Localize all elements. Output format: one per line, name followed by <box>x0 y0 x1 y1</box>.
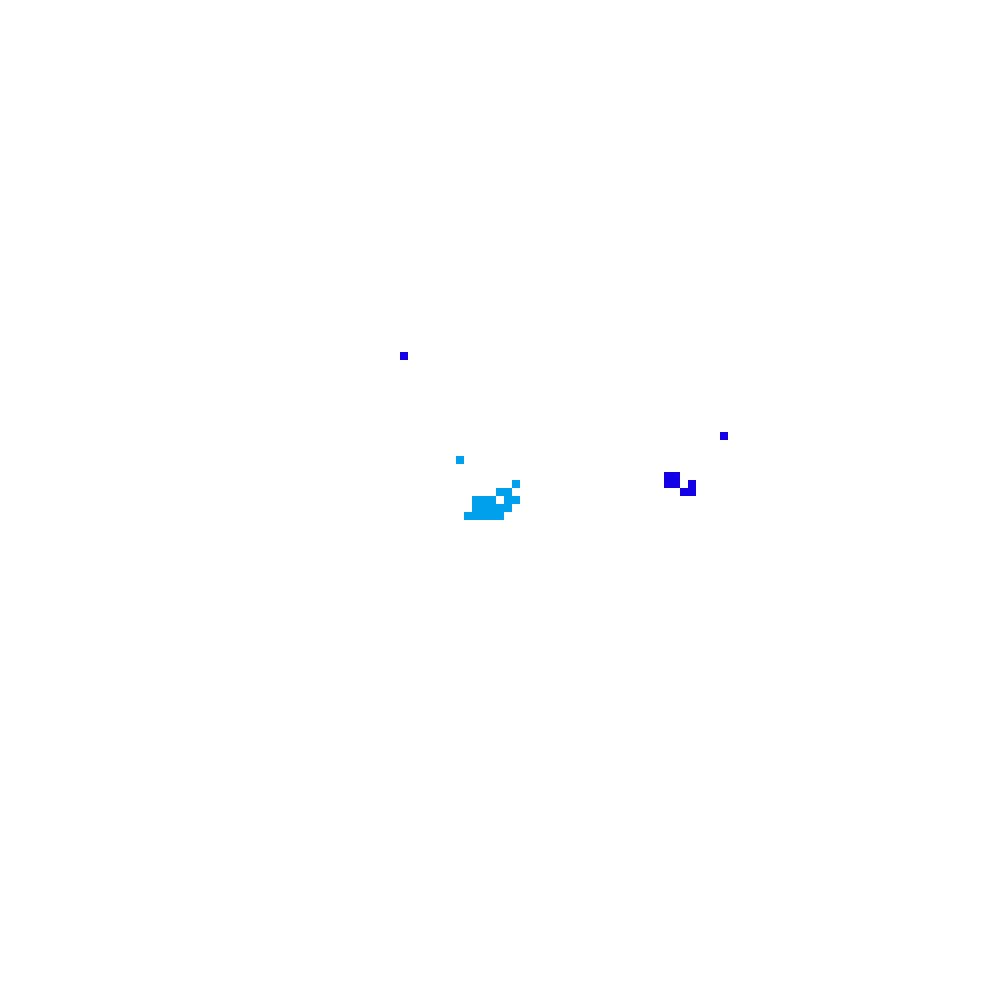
pixel-cell <box>496 512 504 520</box>
pixel-cell <box>456 456 464 464</box>
pixel-cell <box>488 496 496 504</box>
pixel-cell <box>472 504 480 512</box>
pixel-cell <box>480 504 488 512</box>
pixel-cell <box>664 472 672 480</box>
pixel-cell <box>672 472 680 480</box>
pixel-cell <box>688 488 696 496</box>
pixel-cell <box>688 480 696 488</box>
pixel-cell <box>664 480 672 488</box>
pixel-cell <box>472 496 480 504</box>
pixel-cell <box>504 488 512 496</box>
pixel-cell <box>464 512 472 520</box>
pixel-cell <box>496 488 504 496</box>
pixel-cell <box>472 512 480 520</box>
pixel-cell <box>496 504 504 512</box>
pixel-cell <box>512 480 520 488</box>
pixel-cell <box>512 496 520 504</box>
pixel-cell <box>480 496 488 504</box>
pixel-cell <box>488 512 496 520</box>
pixel-cell <box>720 432 728 440</box>
pixel-cell <box>504 496 512 504</box>
pixel-cell <box>480 512 488 520</box>
pixel-cell <box>680 488 688 496</box>
pixel-cell <box>504 504 512 512</box>
pixel-cell <box>672 480 680 488</box>
pixel-cell <box>400 352 408 360</box>
pixel-cell <box>488 504 496 512</box>
